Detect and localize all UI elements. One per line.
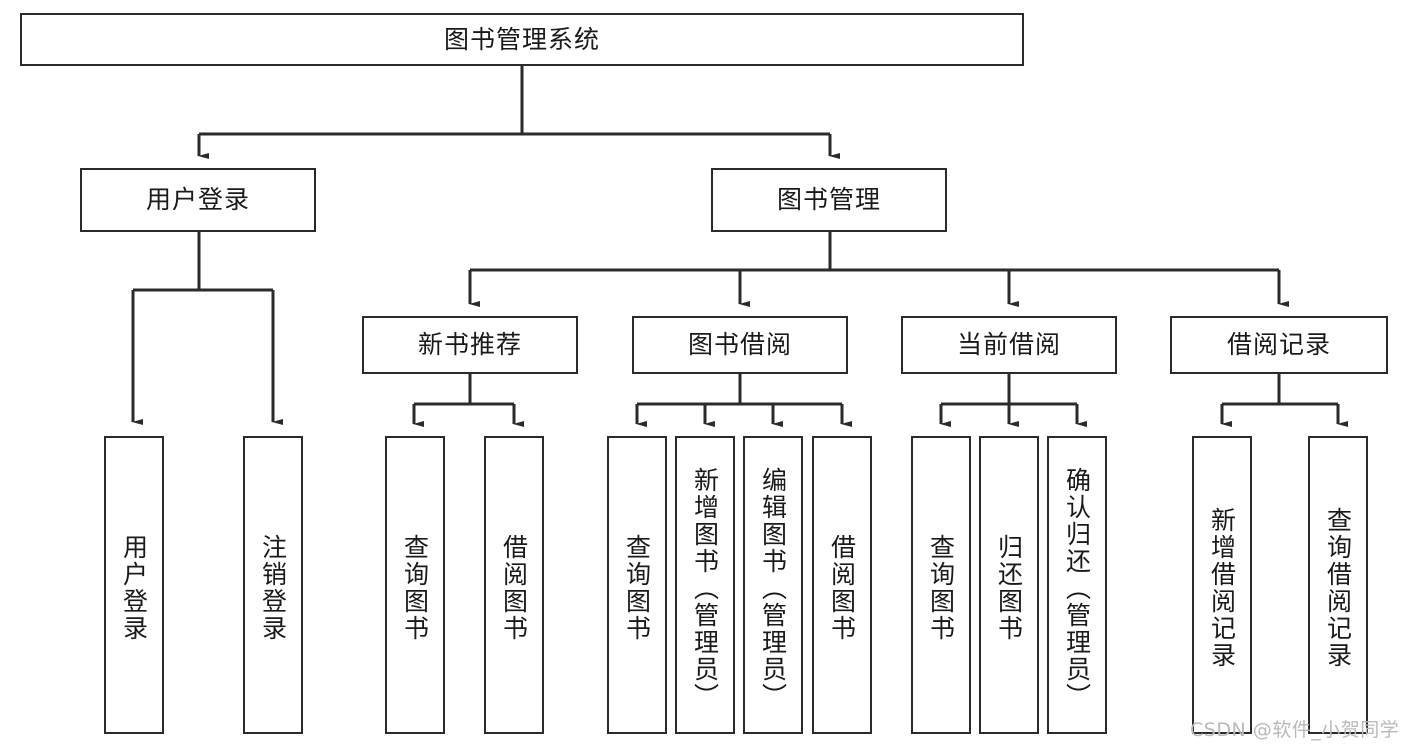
node-root-book-management-system[interactable]: 图书管理系统	[20, 13, 1024, 66]
leaf-label: 查询图书	[400, 534, 430, 642]
leaf-current-return-book[interactable]: 归还图书	[979, 436, 1039, 734]
node-borrow-record[interactable]: 借阅记录	[1170, 316, 1388, 374]
leaf-borrow-borrow-book[interactable]: 借阅图书	[812, 436, 872, 734]
node-book-borrow[interactable]: 图书借阅	[632, 316, 848, 374]
leaf-label: 借阅图书	[499, 534, 529, 642]
leaf-borrow-edit-book-admin[interactable]: 编辑图书（管理员）	[743, 436, 803, 734]
node-label: 当前借阅	[956, 330, 1061, 360]
node-current-borrow[interactable]: 当前借阅	[901, 316, 1117, 374]
node-user-login[interactable]: 用户登录	[80, 168, 316, 232]
leaf-label: 用户登录	[119, 534, 149, 642]
watermark-csdn: CSDN @软件_小贺同学	[1190, 719, 1400, 741]
node-label: 用户登录	[145, 185, 250, 215]
leaf-label: 查询图书	[926, 534, 956, 642]
leaf-recommend-borrow-book[interactable]: 借阅图书	[484, 436, 544, 734]
leaf-label: 新增图书（管理员）	[690, 466, 720, 710]
leaf-record-add-borrow-record[interactable]: 新增借阅记录	[1192, 436, 1252, 734]
node-label: 图书管理	[776, 185, 881, 215]
leaf-current-query-book[interactable]: 查询图书	[911, 436, 971, 734]
node-label: 图书借阅	[687, 330, 792, 360]
leaf-borrow-add-book-admin[interactable]: 新增图书（管理员）	[675, 436, 735, 734]
node-book-management[interactable]: 图书管理	[711, 168, 947, 232]
leaf-label: 查询图书	[622, 534, 652, 642]
leaf-user-login-logout[interactable]: 注销登录	[243, 436, 303, 734]
node-label: 新书推荐	[417, 330, 522, 360]
node-label: 图书管理系统	[443, 24, 600, 54]
node-label: 借阅记录	[1226, 330, 1331, 360]
leaf-recommend-query-book[interactable]: 查询图书	[385, 436, 445, 734]
leaf-label: 归还图书	[994, 534, 1024, 642]
node-new-book-recommend[interactable]: 新书推荐	[362, 316, 578, 374]
leaf-label: 编辑图书（管理员）	[758, 466, 788, 710]
leaf-current-confirm-return-admin[interactable]: 确认归还（管理员）	[1047, 436, 1107, 734]
leaf-label: 新增借阅记录	[1207, 507, 1237, 669]
leaf-label: 查询借阅记录	[1323, 507, 1353, 669]
leaf-label: 确认归还（管理员）	[1062, 466, 1092, 710]
leaf-label: 注销登录	[258, 534, 288, 642]
leaf-borrow-query-book[interactable]: 查询图书	[607, 436, 667, 734]
leaf-label: 借阅图书	[827, 534, 857, 642]
leaf-user-login-login[interactable]: 用户登录	[104, 436, 164, 734]
leaf-record-query-borrow-record[interactable]: 查询借阅记录	[1308, 436, 1368, 734]
